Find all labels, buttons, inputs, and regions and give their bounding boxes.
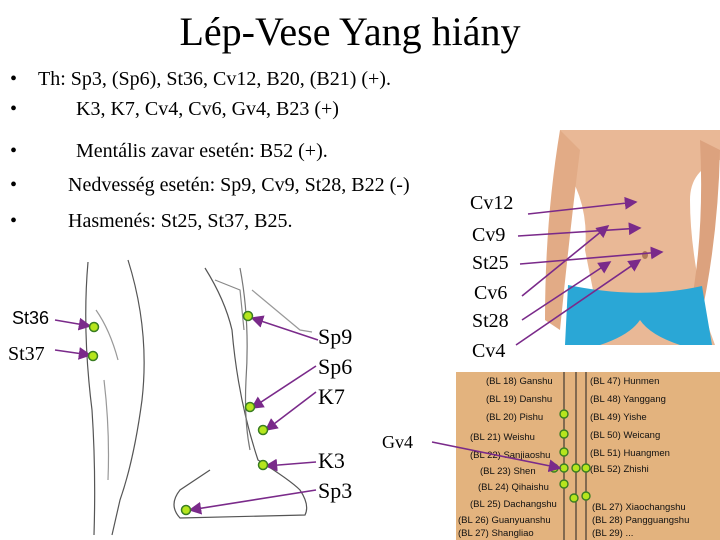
point-label-gv4: Gv4 xyxy=(382,432,413,453)
